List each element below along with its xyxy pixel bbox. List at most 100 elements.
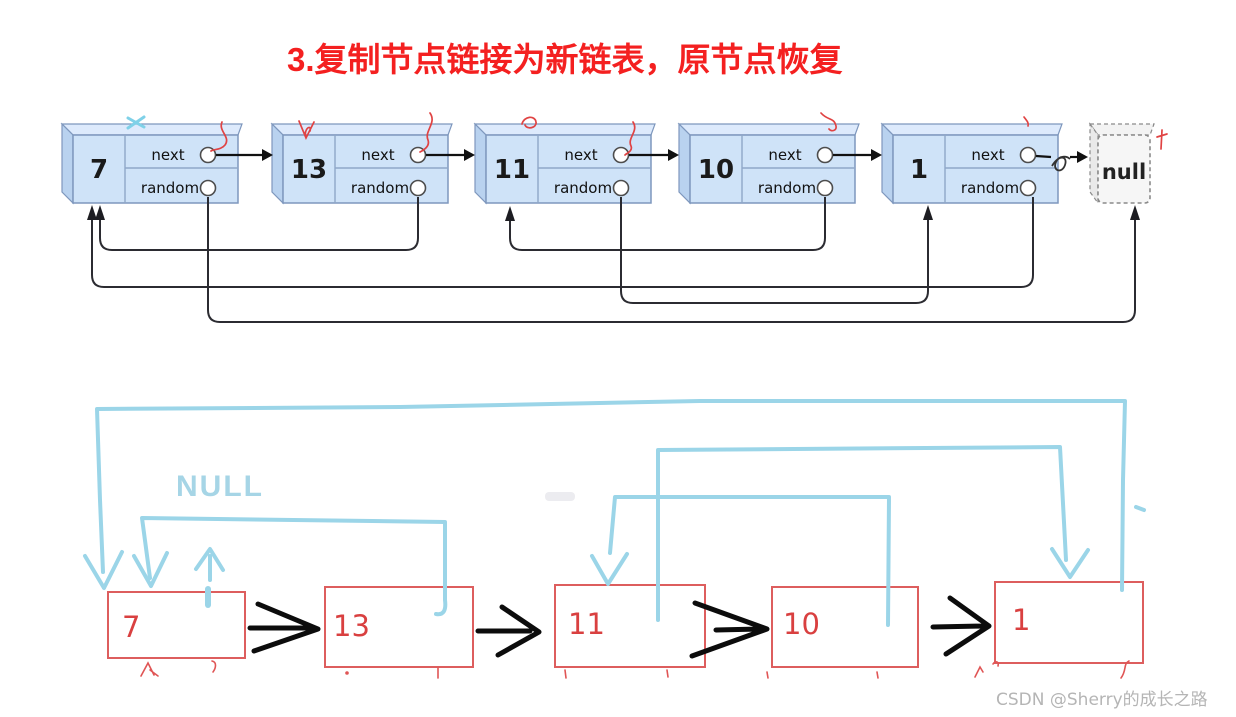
pen-arrow-under-1a (974, 665, 984, 678)
pen-tick-under-11b (666, 669, 669, 678)
faint-smudge (545, 492, 575, 501)
watermark: CSDN @Sherry的成长之路 (996, 690, 1208, 710)
cyan-arrowhead-into-11 (590, 552, 629, 586)
cyan-dash-mark (1134, 505, 1146, 512)
random-label: random (351, 179, 409, 197)
node-value: 10 (698, 155, 734, 185)
next-arrowhead (464, 149, 475, 161)
copy-node-10 (771, 586, 919, 668)
copy-node-value: 10 (783, 607, 820, 641)
random-arrowhead (87, 205, 97, 220)
pen-check-node13-top (298, 120, 315, 141)
null-left-face (1089, 122, 1099, 205)
copy-random-cyan-edges (83, 399, 1146, 627)
random-edge-13-to-7 (99, 197, 419, 251)
copy-node-value: 13 (333, 609, 370, 643)
pen-hook-under-1b (992, 661, 999, 667)
cyan-arrow-7-to-null (194, 547, 225, 582)
copy-next-arrow-10-1 (930, 595, 992, 657)
pen-check-node10-top (820, 112, 837, 132)
random-arrowhead (505, 206, 515, 221)
node-left-face (881, 122, 894, 205)
null-front-face (1097, 134, 1151, 204)
node-7: 7 next random (60, 122, 243, 205)
original-linked-list: 7 next random 13 next random (60, 112, 1168, 323)
pen-check-node11-next (624, 121, 636, 156)
cyan-arrowhead-into-7b (132, 551, 169, 588)
null-label: null (1102, 160, 1146, 184)
next-pointer-slot (1019, 146, 1037, 164)
node-value: 11 (494, 155, 530, 185)
copy-node-11 (554, 584, 706, 668)
next-arrows (216, 149, 1088, 172)
next-label: next (564, 146, 597, 164)
next-arrowhead (1077, 151, 1088, 163)
random-pointer-slot (1019, 179, 1037, 197)
copy-node-7 (107, 591, 246, 659)
cyan-x-mark (126, 115, 146, 130)
cyan-arrowhead-into-7a (83, 550, 124, 590)
copy-node-1 (994, 581, 1144, 664)
next-label: next (971, 146, 1004, 164)
next-arrow-1-null (1035, 154, 1052, 159)
node-left-face (474, 122, 487, 205)
red-pen-marks-bottom (140, 660, 1130, 679)
copy-next-arrows (247, 595, 992, 659)
node-value: 13 (291, 155, 327, 185)
copy-node-value: 7 (122, 610, 140, 644)
random-label: random (961, 179, 1019, 197)
node-13: 13 next random (270, 122, 453, 205)
node-top-face (473, 123, 656, 136)
node-10: 10 next random (677, 122, 860, 205)
node-left-face (61, 122, 74, 205)
random-arrowhead (1130, 205, 1140, 220)
node-top-face (270, 123, 453, 136)
pen-hook-under-7 (211, 660, 217, 673)
node-top-face (880, 123, 1063, 136)
pen-squiggle (1051, 155, 1071, 172)
pen-tick-node1-top (1023, 116, 1030, 127)
next-label: next (768, 146, 801, 164)
next-pointer-slot (816, 146, 834, 164)
cyan-edge-13-to-7 (140, 516, 448, 617)
cyan-edge-11-to-1 (656, 445, 1068, 622)
node-value: 7 (90, 155, 108, 185)
next-arrowhead (871, 149, 882, 161)
random-label: random (758, 179, 816, 197)
cyan-arrowhead-into-1 (1050, 547, 1090, 579)
next-arrowhead (262, 149, 273, 161)
copy-next-arrow-13-11 (475, 604, 542, 658)
pen-tick-under-10b (876, 671, 879, 679)
next-label: next (151, 146, 184, 164)
pen-check-node7-next (210, 121, 228, 152)
null-node: null (1088, 122, 1155, 205)
page-title: 3.复制节点链接为新链表，原节点恢复 (287, 41, 843, 78)
next-arrowhead (668, 149, 679, 161)
node-top-face (677, 123, 860, 136)
random-label: random (554, 179, 612, 197)
pen-arrow-under-7 (140, 661, 159, 677)
copy-node-13 (324, 586, 474, 668)
random-edge-7-to-null (207, 197, 1136, 323)
random-edge-10-to-11 (509, 197, 826, 251)
random-pointer-curves (87, 197, 1140, 323)
pen-dot-under-13 (345, 671, 349, 675)
pen-loop-node11-top (521, 116, 537, 129)
copy-next-arrow-7-13 (247, 601, 321, 654)
cyan-edge-10-to-11 (608, 495, 891, 627)
pen-tick-under-10a (766, 671, 769, 679)
node-11: 11 next random (473, 122, 656, 205)
null-top-face (1088, 123, 1155, 136)
random-edge-11-to-1 (620, 197, 929, 304)
random-arrowhead (923, 205, 933, 220)
random-arrowhead (95, 205, 105, 220)
copied-linked-list: 7 13 11 10 1 NULL (83, 399, 1146, 679)
copy-next-arrow-11-10 (689, 600, 770, 659)
node-left-face (271, 122, 284, 205)
copy-node-value: 11 (568, 607, 605, 641)
random-edge-1-to-7 (91, 197, 1034, 288)
node-1: 1 next random (880, 122, 1063, 205)
next-label: next (361, 146, 394, 164)
